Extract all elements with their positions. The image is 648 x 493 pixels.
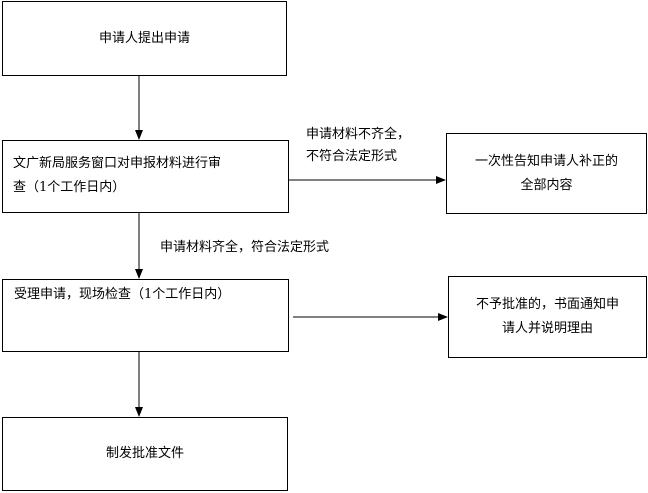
box-reject-notice-line1: 不予批准的，书面通知申 — [475, 297, 619, 312]
box-issue-approval-text: 制发批准文件 — [105, 446, 184, 461]
box-window-review-line1: 文广新局服务窗口对申报材料进行审 — [13, 156, 222, 171]
box-window-review-line2: 查（1个工作日内） — [13, 180, 126, 195]
box-reject-notice: 不予批准的，书面通知申 请人并说明理由 — [448, 276, 647, 358]
box-accept-inspect: 受理申请，现场检查（1个工作日内） — [2, 279, 289, 352]
box-applicant-submits-text: 申请人提出申请 — [98, 30, 190, 46]
box-issue-approval: 制发批准文件 — [2, 417, 288, 491]
box-notify-correction-line1: 一次性告知申请人补正的 — [474, 153, 618, 169]
box-reject-notice-line2: 请人并说明理由 — [501, 321, 593, 336]
box-accept-inspect-text: 受理申请，现场检查（1个工作日内） — [14, 287, 231, 302]
label-materials-incomplete-line1: 申请材料不齐全， — [306, 127, 411, 142]
box-window-review: 文广新局服务窗口对申报材料进行审 查（1个工作日内） — [2, 140, 289, 213]
label-materials-incomplete: 申请材料不齐全， 不符合法定形式 — [306, 124, 410, 168]
box-applicant-submits: 申请人提出申请 — [2, 1, 287, 76]
box-notify-correction: 一次性告知申请人补正的 全部内容 — [446, 133, 647, 214]
label-materials-incomplete-line2: 不符合法定形式 — [306, 149, 398, 164]
box-notify-correction-line2: 全部内容 — [520, 177, 573, 193]
label-materials-complete: 申请材料齐全，符合法定形式 — [160, 240, 330, 255]
